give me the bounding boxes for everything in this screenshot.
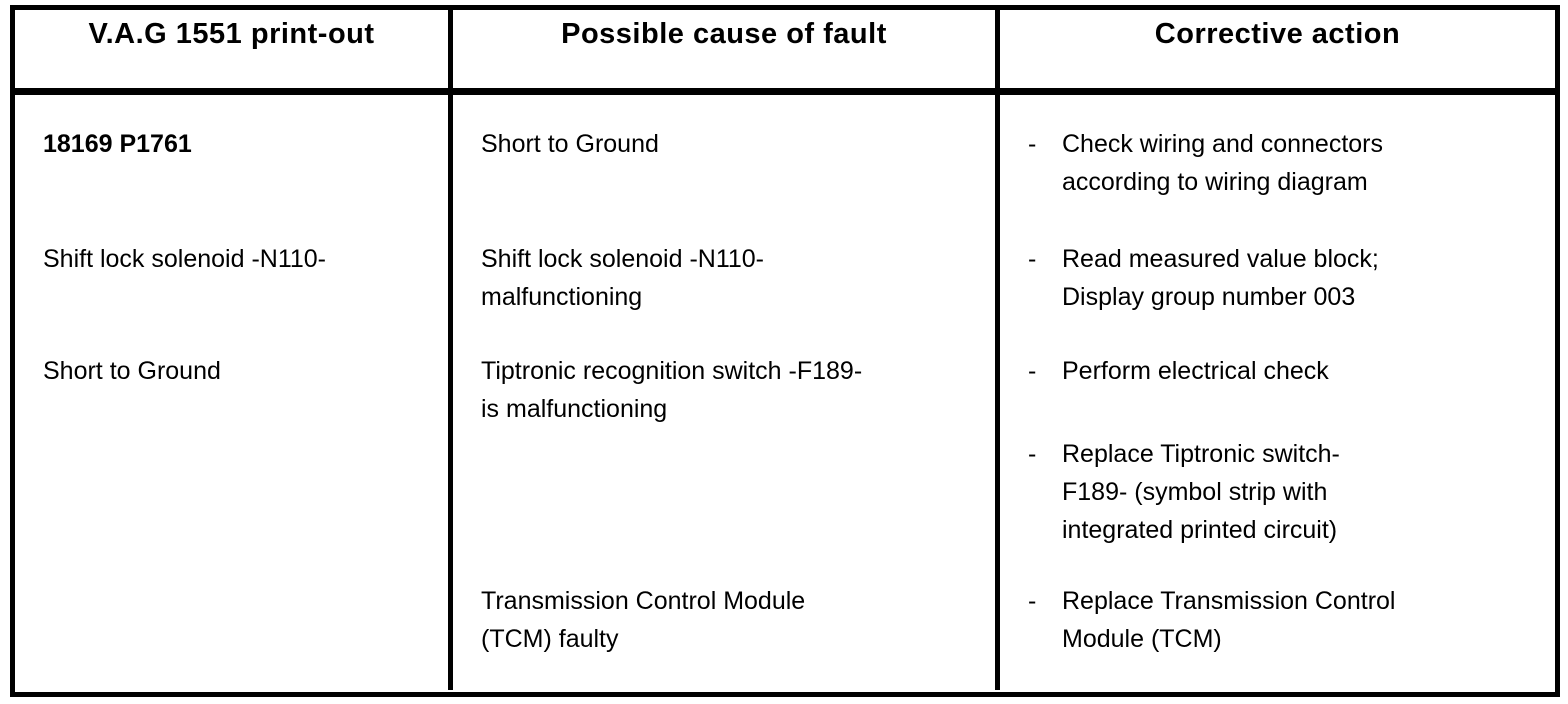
action-text: Replace Transmission Control Module (TCM… — [1062, 587, 1396, 653]
printout-component: Shift lock solenoid -N110- — [43, 245, 327, 273]
action-text: Read measured value block; Display group… — [1062, 245, 1379, 311]
action-text: Perform electrical check — [1062, 357, 1329, 385]
dash-bullet: - — [1028, 357, 1037, 385]
action-text: Replace Tiptronic switch- F189- (symbol … — [1062, 440, 1340, 544]
cause-item: Transmission Control Module (TCM) faulty — [481, 587, 806, 653]
cause-cell: Short to Ground Shift lock solenoid -N11… — [453, 95, 1000, 690]
cause-item: Shift lock solenoid -N110- malfunctionin… — [481, 245, 765, 311]
header-possible-cause: Possible cause of fault — [453, 10, 1000, 88]
fault-diagnostic-table: V.A.G 1551 print-out Possible cause of f… — [10, 5, 1560, 697]
dash-bullet: - — [1028, 587, 1037, 615]
dash-bullet: - — [1028, 130, 1037, 158]
action-item: - Replace Transmission Control Module (T… — [1028, 582, 1547, 658]
action-text: Check wiring and connectors according to… — [1062, 130, 1383, 196]
table-header-row: V.A.G 1551 print-out Possible cause of f… — [15, 10, 1555, 95]
action-item: - Perform electrical check — [1028, 352, 1547, 390]
printout-fault-type: Short to Ground — [43, 357, 221, 385]
cause-item: Short to Ground — [481, 130, 659, 158]
action-item: - Read measured value block; Display gro… — [1028, 240, 1547, 316]
action-item: - Check wiring and connectors according … — [1028, 125, 1547, 201]
header-vag-printout: V.A.G 1551 print-out — [15, 10, 453, 88]
header-corrective-action: Corrective action — [1154, 18, 1401, 50]
action-item: - Replace Tiptronic switch- F189- (symbo… — [1028, 435, 1547, 549]
action-cell: - Check wiring and connectors according … — [1000, 95, 1555, 690]
printout-cell: 18169 P1761 Shift lock solenoid -N110- S… — [15, 95, 453, 690]
cause-item: Tiptronic recognition switch -F189- is m… — [481, 357, 863, 423]
table-body-row: 18169 P1761 Shift lock solenoid -N110- S… — [15, 95, 1555, 690]
dash-bullet: - — [1028, 245, 1037, 273]
fault-code: 18169 P1761 — [43, 130, 192, 158]
dash-bullet: - — [1028, 440, 1037, 468]
